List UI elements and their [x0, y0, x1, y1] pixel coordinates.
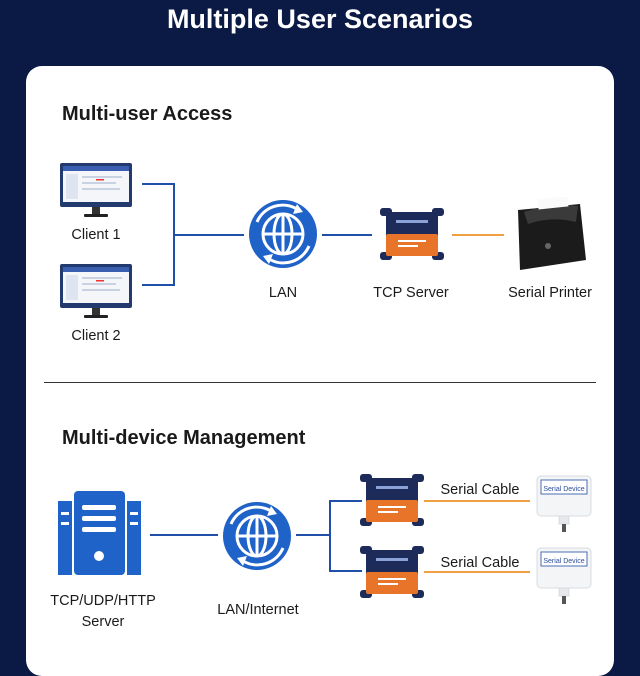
device-server-1-icon — [360, 474, 424, 526]
section-title-multi-user: Multi-user Access — [62, 103, 233, 125]
section-title-multi-device: Multi-device Management — [62, 427, 306, 449]
serial-device-2-icon — [536, 547, 592, 605]
device-server-2-icon — [360, 546, 424, 598]
serial-device-2-label: Serial Device — [543, 558, 584, 565]
client1-label: Client 1 — [71, 227, 121, 243]
serial-cable-label-2: Serial Cable — [440, 555, 520, 571]
lan-label: LAN — [268, 285, 298, 301]
serial-printer-icon — [518, 196, 586, 270]
tcp-server-label: TCP Server — [373, 285, 449, 301]
lan-globe-icon — [247, 198, 319, 270]
serial-printer-label: Serial Printer — [508, 285, 592, 301]
tcp-server-device-icon — [380, 208, 444, 260]
network-label: LAN/Internet — [217, 602, 299, 618]
client1-monitor-icon — [60, 163, 132, 217]
serial-device-1-icon — [536, 475, 592, 533]
client2-monitor-icon — [60, 264, 132, 318]
section-divider — [44, 382, 596, 383]
server-rack-icon — [58, 491, 141, 575]
page-title: Multiple User Scenarios — [166, 4, 474, 34]
server-label: TCP/UDP/HTTP Server — [50, 593, 156, 630]
network-globe-icon — [221, 500, 293, 572]
client2-label: Client 2 — [71, 328, 121, 344]
serial-cable-label-1: Serial Cable — [440, 482, 520, 498]
serial-device-1-label: Serial Device — [543, 486, 584, 493]
